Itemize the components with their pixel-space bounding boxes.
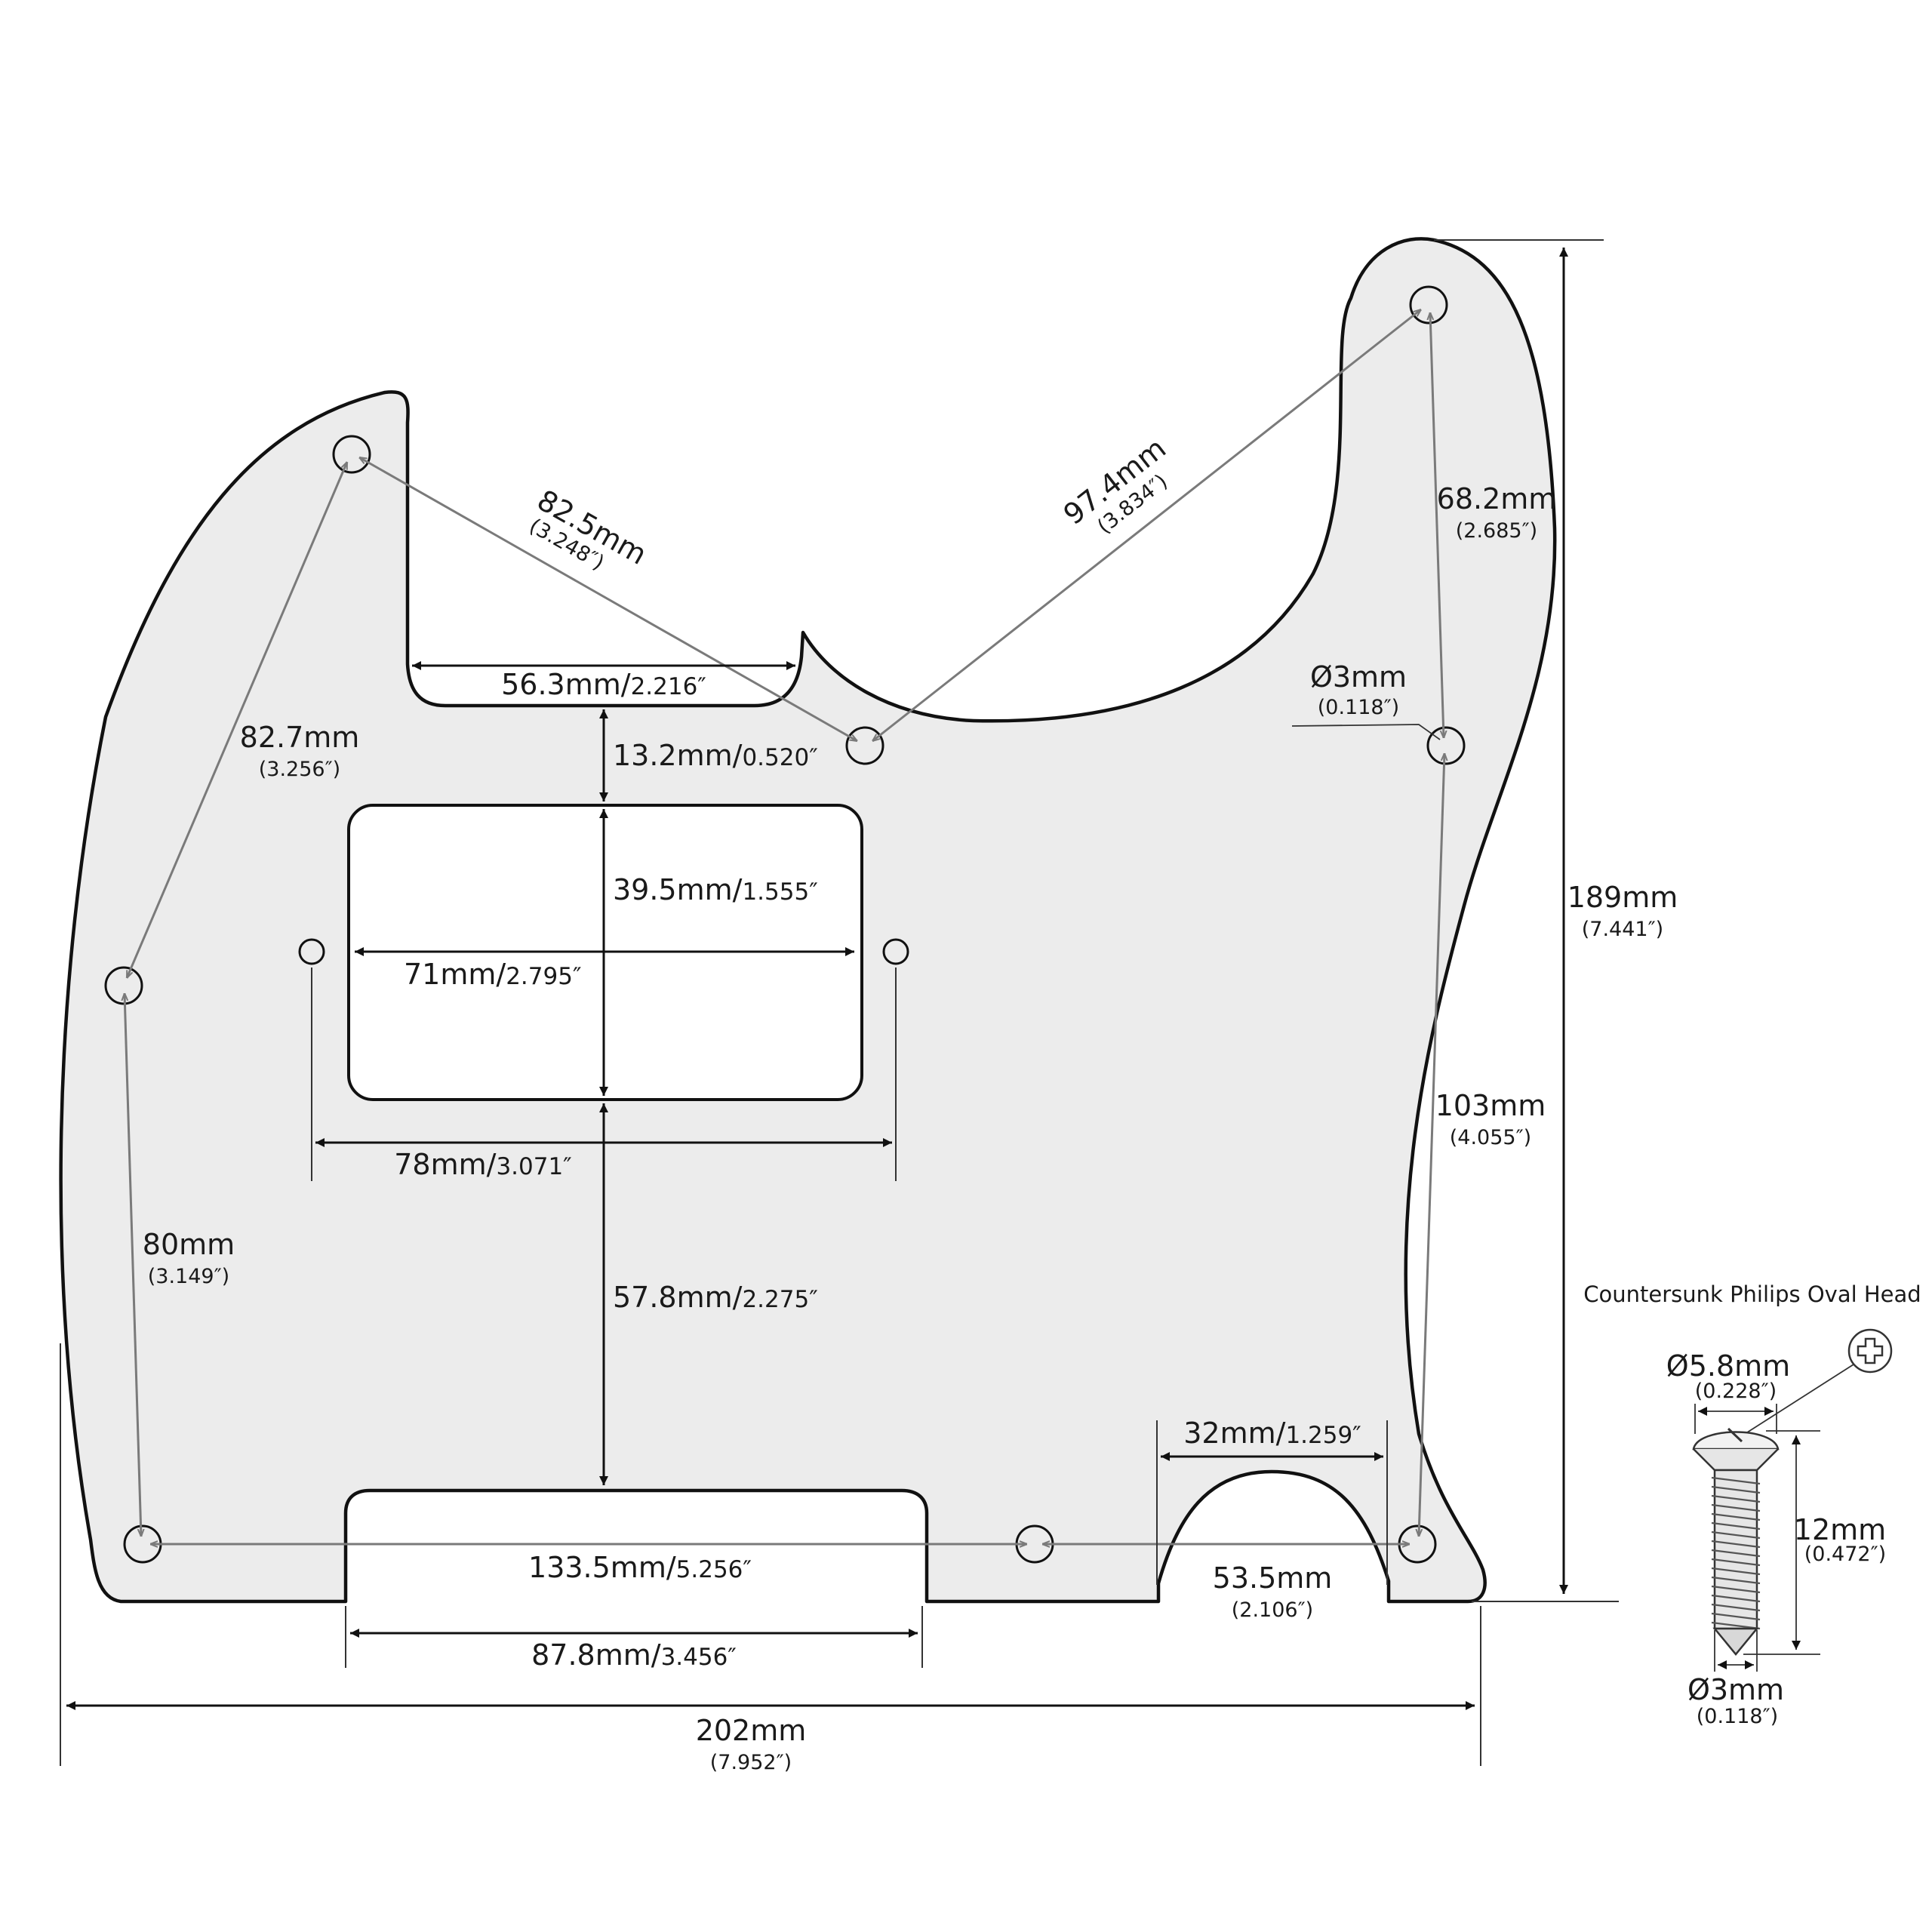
dim-line-80 — [125, 993, 141, 1537]
screw-shank-dia-mm: Ø3mm — [1687, 1673, 1784, 1706]
dim-line-97-4 — [872, 309, 1421, 741]
dim-line-68-2 — [1430, 312, 1444, 738]
label-80-in: (3.149″) — [148, 1265, 229, 1288]
screw-head-dia-in: (0.228″) — [1695, 1380, 1777, 1403]
screw-slot — [1727, 1427, 1743, 1443]
label-82-5: 82.5mm (3.248″) — [525, 483, 652, 574]
label-202-in: (7.952″) — [710, 1751, 792, 1774]
screw-length-in: (0.472″) — [1804, 1543, 1886, 1566]
label-78: 78mm/3.071″ — [394, 1148, 572, 1181]
screw-head — [1692, 1431, 1780, 1451]
screw-head-dia-mm: Ø5.8mm — [1666, 1349, 1790, 1383]
screw-hole — [332, 435, 371, 474]
label-71: 71mm/2.795″ — [404, 958, 582, 991]
phillips-cross-icon — [1857, 1337, 1884, 1364]
label-13-2: 13.2mm/0.520″ — [613, 739, 818, 772]
label-32: 32mm/1.259″ — [1183, 1417, 1361, 1450]
label-133-5: 133.5mm/5.256″ — [528, 1551, 752, 1584]
dim-line-82-5 — [359, 457, 857, 741]
screw-tip — [1712, 1627, 1759, 1656]
label-97-4: 97.4mm (3.834″) — [1057, 432, 1172, 539]
screw-shank-dia-in: (0.118″) — [1697, 1705, 1778, 1728]
label-56-3: 56.3mm/2.216″ — [501, 668, 706, 701]
label-189-mm: 189mm — [1567, 881, 1678, 914]
screw-underhead — [1693, 1448, 1779, 1472]
screw-title: Countersunk Philips Oval Head — [1583, 1281, 1921, 1307]
label-68-2-in: (2.685″) — [1456, 519, 1537, 543]
hole-dia-leader — [1291, 724, 1441, 740]
dim-line-103 — [1419, 753, 1444, 1537]
label-103-mm: 103mm — [1435, 1089, 1546, 1122]
label-hole-dia-in: (0.118″) — [1318, 696, 1399, 719]
screw-length-mm: 12mm — [1794, 1513, 1886, 1546]
label-82-7-in: (3.256″) — [259, 758, 340, 781]
label-87-8: 87.8mm/3.456″ — [531, 1638, 737, 1672]
label-82-7-mm: 82.7mm — [240, 721, 360, 754]
label-hole-dia-mm: Ø3mm — [1310, 660, 1407, 694]
label-53-5-in: (2.106″) — [1232, 1598, 1313, 1622]
pickup-mount-hole — [882, 938, 909, 965]
screw-hole — [845, 726, 884, 765]
label-68-2-mm: 68.2mm — [1437, 482, 1557, 515]
label-53-5-mm: 53.5mm — [1213, 1561, 1333, 1595]
dim-line-82-7 — [125, 462, 349, 978]
label-103-in: (4.055″) — [1450, 1126, 1531, 1149]
label-189-in: (7.441″) — [1582, 918, 1663, 941]
label-39-5: 39.5mm/1.555″ — [613, 873, 818, 906]
screw-thread — [1711, 1476, 1761, 1630]
screw-head-top-view — [1847, 1328, 1893, 1374]
screw-detail: Countersunk Philips Oval Head Ø5.8mm (0.… — [1583, 1281, 1921, 1728]
head-leader — [1744, 1364, 1854, 1435]
label-57-8: 57.8mm/2.275″ — [613, 1281, 818, 1314]
label-202-mm: 202mm — [696, 1714, 807, 1747]
label-80-mm: 80mm — [143, 1228, 235, 1261]
